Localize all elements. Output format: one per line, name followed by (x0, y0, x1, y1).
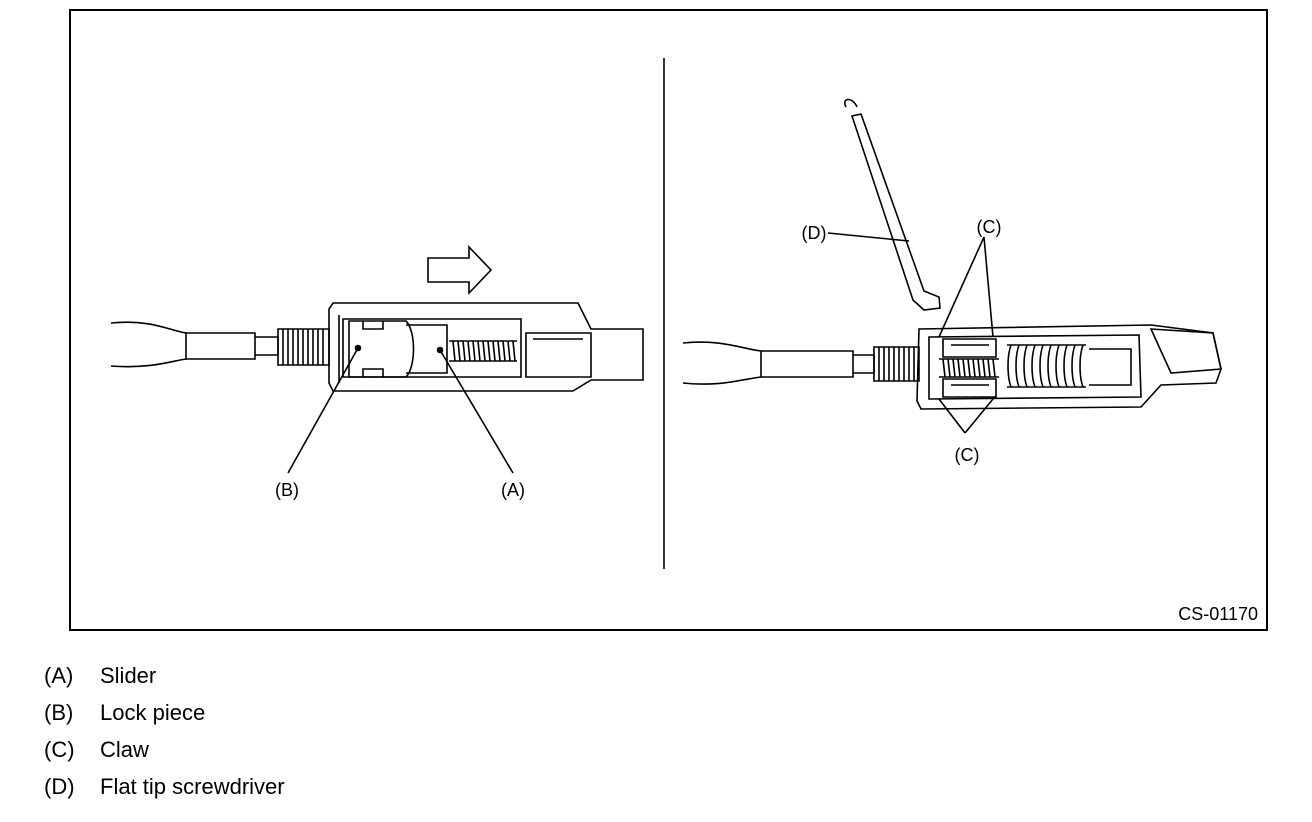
legend-item: (B) Lock piece (44, 697, 285, 734)
legend-item: (D) Flat tip screwdriver (44, 771, 285, 808)
slider (406, 324, 448, 374)
left-cable (110, 321, 187, 368)
legend-key: (D) (44, 774, 75, 799)
legend-text: Lock piece (100, 700, 206, 725)
callout-c-bottom-leader (938, 398, 966, 434)
right-view (682, 98, 1222, 434)
callout-c-top-leader (938, 236, 985, 338)
callout-d-leader (827, 232, 910, 242)
callout-b-label: (B) (275, 480, 299, 500)
callout-a-leader (439, 349, 514, 474)
left-housing (328, 302, 644, 392)
left-view (110, 245, 644, 474)
legend-text: Flat tip screwdriver (100, 774, 285, 799)
legend-item: (C) Claw (44, 734, 285, 771)
callout-c-bottom-label: (C) (955, 445, 980, 465)
callout-d-label: (D) (802, 223, 827, 243)
right-thread (873, 346, 920, 382)
left-thread (277, 328, 330, 366)
right-inner-spring (939, 358, 999, 378)
legend-key: (C) (44, 737, 75, 762)
right-cable (682, 341, 762, 385)
legend-key: (A) (44, 663, 74, 688)
callout-c-top-label: (C) (977, 217, 1002, 237)
left-spring (449, 340, 517, 362)
claw-top (942, 338, 997, 358)
right-housing (916, 324, 1222, 410)
legend: (A) Slider (B) Lock piece (C) Claw (D) F… (44, 660, 285, 808)
lock-piece (348, 320, 415, 378)
right-outer-spring (1007, 344, 1086, 388)
callout-b-leader (287, 347, 359, 474)
legend-text: Slider (100, 663, 157, 688)
claw-bottom (942, 378, 997, 398)
slider-window (342, 318, 522, 378)
figure-frame: (B) (A) (D) (C) (C) CS-01170 (69, 9, 1268, 631)
legend-text: Claw (100, 737, 149, 762)
legend-item: (A) Slider (44, 660, 285, 697)
direction-arrow-icon (427, 245, 493, 295)
illustration: (B) (A) (D) (C) (C) (110, 58, 1222, 569)
figure-id: CS-01170 (1178, 604, 1258, 624)
screwdriver (850, 113, 941, 311)
callout-a-label: (A) (501, 480, 525, 500)
legend-key: (B) (44, 700, 74, 725)
